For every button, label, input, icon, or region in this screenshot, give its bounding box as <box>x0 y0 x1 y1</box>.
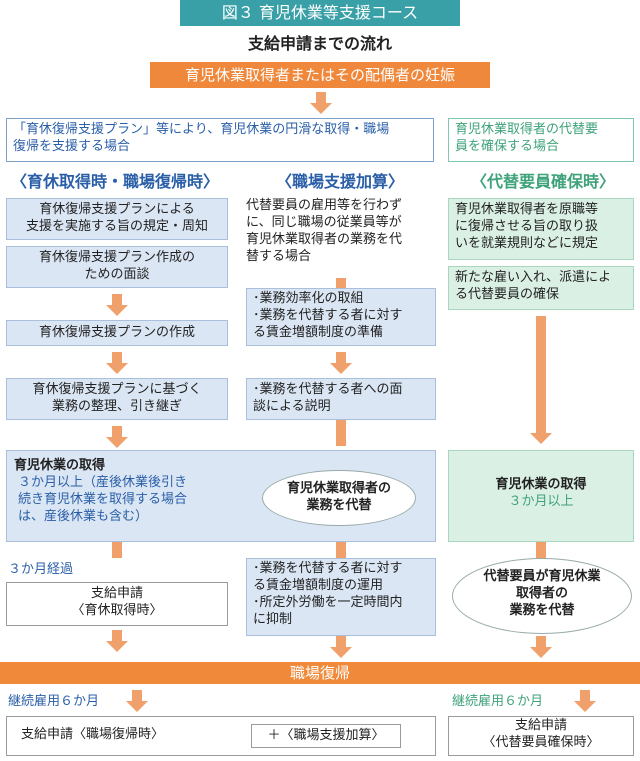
col2-intro-line2: に、同じ職場の従業員等が <box>246 214 402 230</box>
col3-leave-sub: ３か月以上 <box>508 493 574 509</box>
arrow-continued-left <box>126 690 148 712</box>
col3-oval-line2: 取得者の <box>515 585 568 601</box>
col3-step2-line2: る代替要員の確保 <box>455 286 560 302</box>
col1-connector <box>112 542 122 558</box>
col1-leave: 育児休業の取得 ３か月以上（産後休業後引き 続き育児休業を取得する場合 は、産後… <box>14 458 224 526</box>
col2-box2-line2: 談による説明 <box>253 398 331 414</box>
col3-apply-line2: 〈代替要員確保時〉 <box>482 734 600 750</box>
col1-step1: 育休復帰支援プランによる 支援を実施する旨の規定・周知 <box>6 198 228 240</box>
col2-connector-c <box>336 542 346 558</box>
col1-apply-line1: 支給申請 <box>90 586 143 601</box>
col3-step2: 新たな雇い入れ、派遣によ る代替要員の確保 <box>448 266 634 310</box>
col2-oval-line1: 育児休業取得者の <box>286 481 391 496</box>
col1-leave-line1: ３か月以上（産後休業後引き <box>18 474 188 490</box>
col1-leave-line2: 続き育児休業を取得する場合 <box>18 491 188 507</box>
col1-heading: 〈育休取得時・職場復帰時〉 <box>10 172 219 191</box>
col2-box3-line2: る賃金増額制度の運用 <box>253 577 384 593</box>
col1-step4-line2: 業務の整理、引き継ぎ <box>51 398 182 414</box>
col3-step1-line3: いを就業規則などに規定 <box>455 235 599 251</box>
col3-leave: 育児休業の取得 ３か月以上 <box>448 450 634 542</box>
col1-step4-line1: 育休復帰支援プランに基づく <box>32 382 202 397</box>
col1-step4: 育休復帰支援プランに基づく 業務の整理、引き継ぎ <box>6 378 228 420</box>
col3-oval: 代替要員が育児休業 取得者の 業務を代替 <box>452 558 632 634</box>
title-bar: 図３ 育児休業等支援コース <box>180 0 460 26</box>
col2-box2: ･業務を代替する者への面 談による説明 <box>246 378 436 420</box>
col2-box3-line4: に抑制 <box>253 611 293 627</box>
right-scope-line1: 育児休業取得者の代替要 <box>455 122 599 137</box>
arrow-col3-b <box>530 636 552 658</box>
col2-box1-line3: る賃金増額制度の準備 <box>253 324 384 340</box>
left-scope-line2: 復帰を支援する場合 <box>13 138 131 154</box>
col2-intro-line1: 代替要員の雇用等を行わず <box>246 198 403 213</box>
col2-oval: 育児休業取得者の 業務を代替 <box>262 470 416 526</box>
col1-apply-box: 支給申請 〈育休取得時〉 <box>6 582 228 626</box>
col2-box2-line1: ･業務を代替する者への面 <box>253 382 403 397</box>
left-scope-line1: 「育休復帰支援プラン」等により、育児休業の円滑な取得・職場 <box>13 122 390 137</box>
arrow-col1-b <box>106 352 128 374</box>
arrow-col2-b <box>330 636 352 658</box>
col3-step1-line2: に復帰させる旨の取り扱 <box>455 218 599 234</box>
col1-step2-line2: ための面談 <box>84 266 150 282</box>
col3-oval-line3: 業務を代替 <box>509 602 575 618</box>
trigger-text: 育児休業取得者またはその配偶者の妊娠 <box>184 66 455 84</box>
page-title: 図３ 育児休業等支援コース <box>221 3 419 22</box>
col1-apply-line2: 〈育休取得時〉 <box>71 602 163 618</box>
col1-elapsed: ３か月経過 <box>8 562 74 577</box>
arrow-col2-a <box>330 352 352 374</box>
return-label: 職場復帰 <box>289 664 350 682</box>
trigger-banner: 育児休業取得者またはその配偶者の妊娠 <box>150 62 490 88</box>
col1-step2-line1: 育休復帰支援プラン作成の <box>38 250 195 265</box>
col3-leave-title: 育児休業の取得 <box>495 477 587 492</box>
arrow-col1-d <box>106 630 128 652</box>
col2-oval-line2: 業務を代替 <box>306 497 372 513</box>
col2-heading: 〈職場支援加算〉 <box>275 172 404 191</box>
col3-connector <box>536 542 546 560</box>
col2-intro: 代替要員の雇用等を行わず に、同じ職場の従業員等が 育児休業取得者の業務を代 替… <box>246 198 436 266</box>
arrow-continued-right <box>574 690 596 712</box>
col1-step1-line2: 支援を実施する旨の規定・周知 <box>25 218 208 234</box>
subtitle: 支給申請までの流れ <box>247 34 392 53</box>
col1-step3-text: 育休復帰支援プランの作成 <box>38 325 195 340</box>
arrow-trigger-down <box>310 92 332 114</box>
col1-step2: 育休復帰支援プラン作成の ための面談 <box>6 246 228 288</box>
return-bar: 職場復帰 <box>0 662 640 684</box>
col3-heading: 〈代替要員確保時〉 <box>470 172 615 191</box>
col2-box3-line3: ･所定外労働を一定時間内 <box>253 594 403 610</box>
arrow-col3-a <box>530 316 552 444</box>
col3-step1-line1: 育児休業取得者を原職等 <box>455 202 599 217</box>
col3-step2-line1: 新たな雇い入れ、派遣によ <box>455 270 612 285</box>
col3-oval-line1: 代替要員が育児休業 <box>483 569 601 584</box>
left-scope-box: 「育休復帰支援プラン」等により、育児休業の円滑な取得・職場 復帰を支援する場合 <box>6 118 434 162</box>
col2-box3: ･業務を代替する者に対す る賃金増額制度の運用 ･所定外労働を一定時間内 に抑制 <box>246 558 436 636</box>
return-apply-box: 支給申請〈職場復帰時〉 ＋〈職場支援加算〉 <box>6 716 436 756</box>
col2-intro-line4: 替する場合 <box>246 248 312 264</box>
continued-left: 継続雇用６か月 <box>8 694 100 709</box>
col1-step1-line1: 育休復帰支援プランによる <box>39 202 195 217</box>
col1-leave-line3: は、産後休業も含む） <box>18 508 149 524</box>
col3-step1: 育児休業取得者を原職等 に復帰させる旨の取り扱 いを就業規則などに規定 <box>448 198 634 260</box>
col1-leave-title: 育児休業の取得 <box>14 458 106 473</box>
col2-connector-b <box>336 420 346 446</box>
col3-apply-box: 支給申請 〈代替要員確保時〉 <box>448 716 634 756</box>
col2-box1-line1: ･業務効率化の取組 <box>253 291 364 306</box>
arrow-col1-a <box>106 294 128 316</box>
return-apply-add: ＋〈職場支援加算〉 <box>251 724 401 748</box>
col2-connector <box>336 278 346 290</box>
col2-box1: ･業務効率化の取組 ･業務を代替する者に対す る賃金増額制度の準備 <box>246 288 436 346</box>
col1-step3: 育休復帰支援プランの作成 <box>6 320 228 346</box>
continued-right: 継続雇用６か月 <box>452 694 544 709</box>
col2-box3-line1: ･業務を代替する者に対す <box>253 561 403 576</box>
col2-box1-line2: ･業務を代替する者に対す <box>253 307 403 323</box>
arrow-col1-c <box>106 426 128 448</box>
return-apply-left: 支給申請〈職場復帰時〉 <box>21 727 165 742</box>
right-scope-line2: 員を確保する場合 <box>455 138 560 154</box>
col2-intro-line3: 育児休業取得者の業務を代 <box>246 231 403 247</box>
col3-apply-line1: 支給申請 <box>514 718 567 733</box>
right-scope-box: 育児休業取得者の代替要 員を確保する場合 <box>448 118 634 162</box>
